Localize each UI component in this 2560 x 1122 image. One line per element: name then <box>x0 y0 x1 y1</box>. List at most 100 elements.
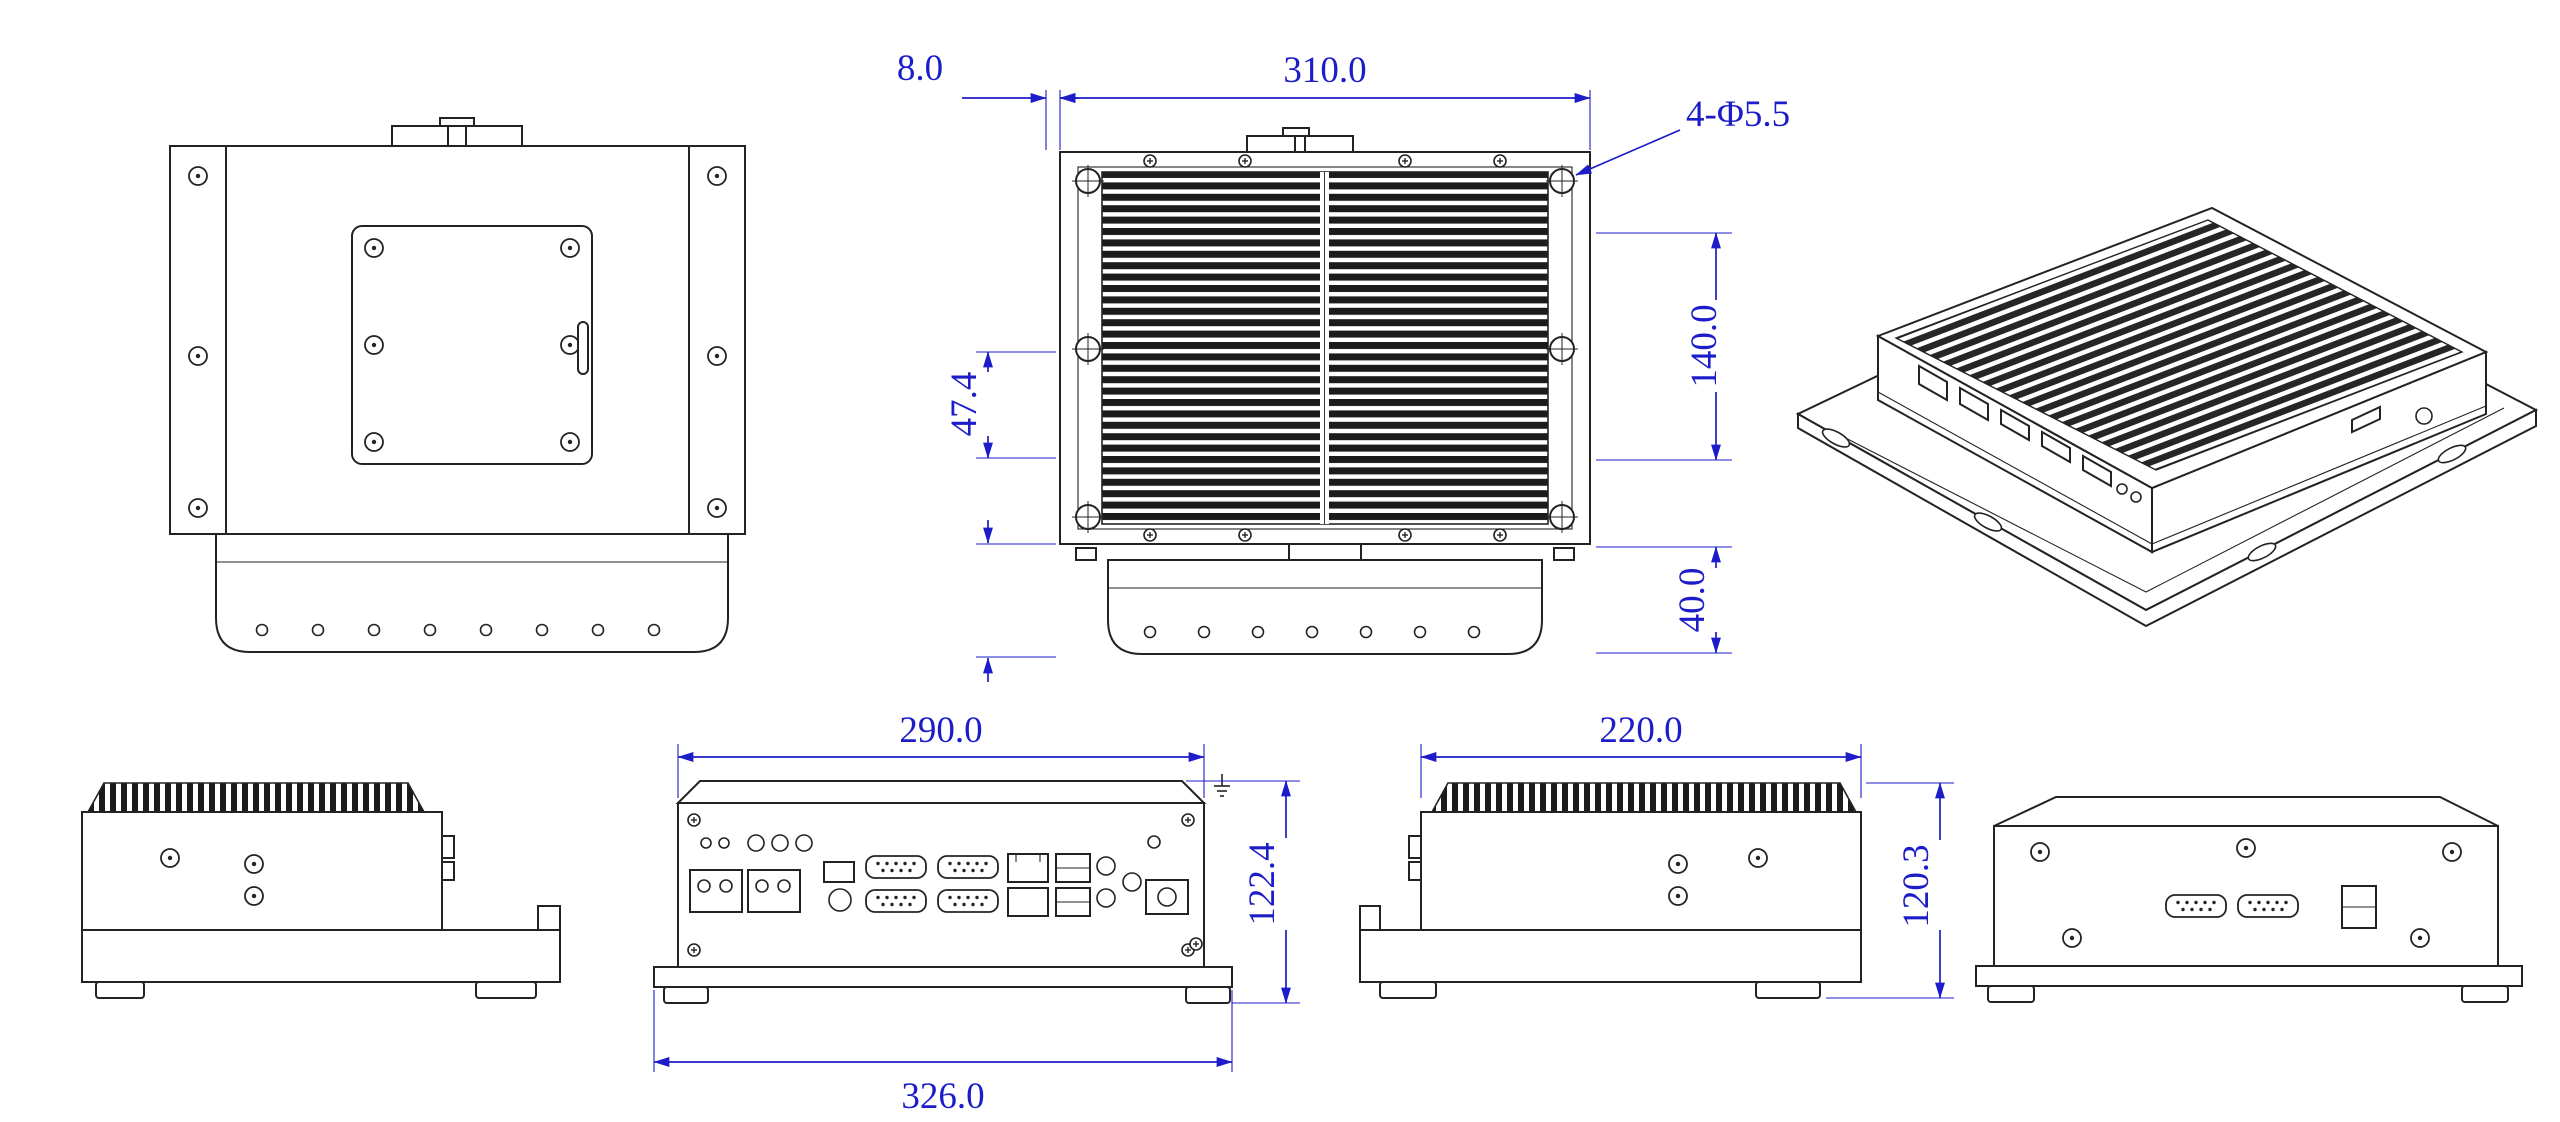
foot <box>475 981 537 999</box>
bracket-hole <box>1143 625 1157 639</box>
right-side-view <box>1359 782 1862 999</box>
bracket-tab <box>537 905 561 931</box>
screw-icon <box>707 166 727 186</box>
screw-icon <box>244 886 264 906</box>
screw-icon <box>1493 528 1507 542</box>
iso-bracket-edge <box>1797 408 2537 628</box>
side-connector <box>441 861 455 881</box>
screw-icon <box>244 854 264 874</box>
screw-icon <box>2236 838 2256 858</box>
bracket-hole <box>647 623 661 637</box>
ground-screw-icon <box>1189 937 1203 951</box>
bracket-hole <box>1467 625 1481 639</box>
foot <box>1379 981 1437 999</box>
audio-jack <box>1096 856 1116 876</box>
bracket-ear <box>1075 547 1097 561</box>
bracket-hole <box>1359 625 1373 639</box>
screw-icon <box>1398 528 1412 542</box>
screw-icon <box>364 238 384 258</box>
iso-port <box>2000 408 2030 442</box>
lan-port <box>1007 853 1049 883</box>
side-body <box>81 811 443 931</box>
serial-port-icon <box>2165 894 2227 918</box>
screw-icon <box>188 346 208 366</box>
antenna-hole <box>1147 835 1161 849</box>
dim-290: 290.0 <box>899 710 982 751</box>
side-view-dimensions: 220.0 120.3 <box>1420 710 1954 999</box>
bracket-slot <box>1821 428 1851 448</box>
led-indicator <box>700 837 712 849</box>
bracket-hole <box>1305 625 1319 639</box>
iso-side-slot <box>2351 405 2381 434</box>
dim-40: 40.0 <box>1672 568 1713 633</box>
screw-icon <box>560 335 580 355</box>
side-connector <box>1408 835 1422 859</box>
bracket-hole <box>1251 625 1265 639</box>
bracket-tray <box>1359 929 1862 983</box>
iso-port <box>1959 386 1989 422</box>
screw-icon <box>1668 854 1688 874</box>
screw-icon <box>687 813 701 827</box>
iso-bracket-lip <box>1829 407 2505 593</box>
vesa-plate <box>351 225 593 465</box>
top-cap <box>675 780 1207 804</box>
dc-terminal-block <box>689 869 743 913</box>
dim-47-4: 47.4 <box>944 372 985 437</box>
screw-icon <box>687 943 701 957</box>
screw-icon <box>188 498 208 518</box>
bracket-hole <box>423 623 437 637</box>
top-connector-tab <box>439 117 475 127</box>
side-body <box>1420 811 1862 931</box>
power-button <box>771 834 789 852</box>
dim-220: 220.0 <box>1599 710 1682 751</box>
iso-port <box>2041 430 2071 464</box>
heatsink-fins-side <box>1430 782 1858 813</box>
screw-icon <box>2410 928 2430 948</box>
usb-port <box>823 861 855 883</box>
side-connector <box>441 835 455 859</box>
screw-icon <box>160 848 180 868</box>
screw-icon <box>1398 154 1412 168</box>
iso-heatsink-fins <box>1894 219 2464 471</box>
side-connector <box>1408 861 1422 881</box>
screw-icon <box>1143 528 1157 542</box>
screw-icon <box>364 335 384 355</box>
top-view <box>1059 127 1591 655</box>
screw-icon <box>1668 886 1688 906</box>
terminal-hole <box>777 879 791 893</box>
isometric-view <box>1795 206 2539 628</box>
rear-view-dimensions: 290.0 122.4 326.0 <box>653 710 1300 1117</box>
bracket-tab <box>1359 905 1381 931</box>
foot <box>1185 986 1231 1004</box>
iso-side-rim <box>2151 405 2487 545</box>
bracket-tray <box>81 929 561 983</box>
bracket-hole <box>367 623 381 637</box>
dc-terminal-block <box>747 869 801 913</box>
rear-mount-view <box>169 117 746 653</box>
dim-120-3: 120.3 <box>1896 844 1937 927</box>
bracket-hole <box>535 623 549 637</box>
bracket-tray <box>653 966 1233 988</box>
button <box>795 834 813 852</box>
foot <box>1755 981 1821 999</box>
led-indicator <box>718 837 730 849</box>
iso-port <box>2082 454 2112 488</box>
iso-front-rim <box>1877 391 2153 545</box>
screw-icon <box>2442 842 2462 862</box>
terminal-hole <box>697 879 711 893</box>
dc-jack-pin <box>1157 887 1177 907</box>
screw-icon <box>1181 813 1195 827</box>
audio-jack <box>1122 872 1142 892</box>
screw-icon <box>1493 154 1507 168</box>
bracket-hole <box>591 623 605 637</box>
heatsink-fins-side <box>86 782 426 813</box>
bracket-hole <box>479 623 493 637</box>
screw-icon <box>188 166 208 186</box>
top-connector-tab <box>1282 127 1310 137</box>
rear-io-view <box>653 774 1233 1004</box>
bracket-hole <box>1413 625 1427 639</box>
mount-bracket <box>1107 559 1543 655</box>
screw-icon <box>1143 154 1157 168</box>
terminal-hole <box>719 879 733 893</box>
